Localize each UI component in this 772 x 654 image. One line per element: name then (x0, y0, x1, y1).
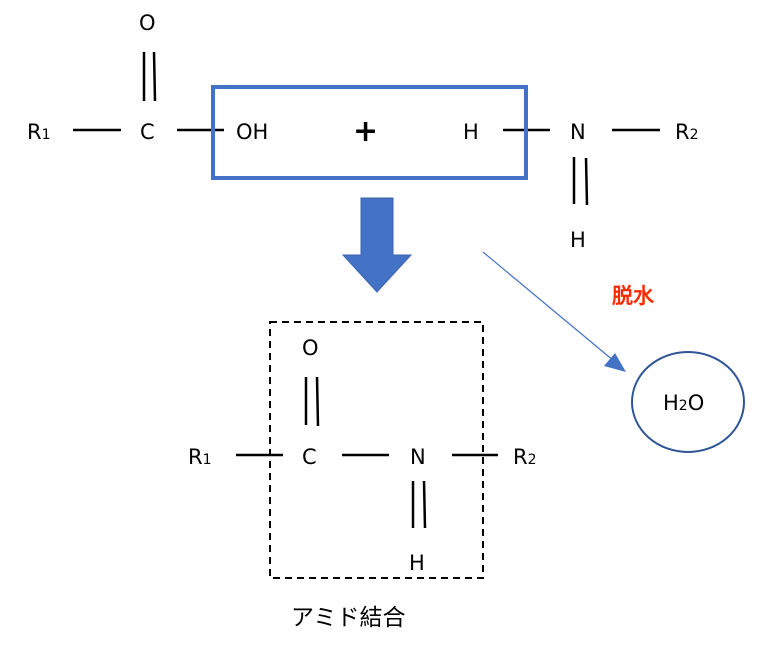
product-r2-label: R2 (513, 445, 537, 469)
water-release-arrowhead-icon (604, 353, 626, 372)
water-molecule-circle (631, 351, 745, 453)
amide-bond-caption: アミド結合 (291, 605, 406, 631)
amine-hydrogen-left: H (463, 120, 479, 144)
acid-double-bond-right (152, 51, 157, 102)
product-r1-label: R1 (188, 445, 212, 469)
acid-hydroxyl: OH (236, 120, 268, 144)
amine-r2-label: R2 (675, 120, 699, 144)
acid-carbonyl-oxygen: O (139, 11, 156, 35)
product-nh-double-bond-right (422, 480, 427, 529)
amine-nitrogen: N (570, 120, 586, 144)
dehydration-label: 脱水 (612, 284, 655, 308)
plus-sign: + (353, 114, 378, 149)
amine-double-bond-right (584, 157, 589, 206)
water-formula: H2O (663, 391, 704, 415)
water-release-arrow-line (482, 251, 615, 362)
product-nitrogen: N (410, 445, 426, 469)
acid-carbon: C (140, 120, 155, 144)
amine-hydrogen-bottom: H (570, 228, 586, 252)
acid-r1-label: R1 (27, 120, 51, 144)
product-carbon: C (302, 445, 317, 469)
product-oxygen: O (302, 336, 319, 360)
product-hydrogen: H (409, 551, 425, 575)
product-co-double-bond-right (315, 376, 320, 427)
leaving-groups-highlight-box (211, 85, 528, 180)
reaction-arrow-icon (341, 197, 413, 293)
amide-bond-dashed-box (269, 321, 484, 579)
